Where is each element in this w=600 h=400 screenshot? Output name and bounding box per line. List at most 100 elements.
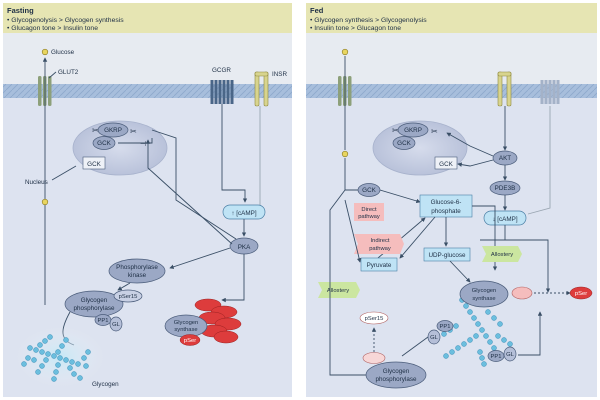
glycogen-phosphorylase-label-2: phosphorylase bbox=[74, 305, 115, 312]
fasting-panel: Fasting • Glycogenolysis > Glycogen synt… bbox=[3, 3, 292, 397]
fed-header-box bbox=[306, 3, 597, 33]
glycogen-phosphorylase-node bbox=[64, 290, 124, 318]
insr-receptor bbox=[254, 71, 269, 107]
glycogen-synthase-node bbox=[459, 280, 509, 308]
direct-pathway-label-1: Direct bbox=[361, 207, 377, 213]
gck-label: GCK bbox=[397, 140, 411, 147]
pde3b-label: PDE3B bbox=[495, 185, 516, 192]
g6p-label-2: phosphate bbox=[431, 208, 461, 215]
insr-label: INSR bbox=[272, 71, 287, 78]
allostery-right-label: Allostery bbox=[491, 252, 513, 258]
gck-nuclear-label: GCK bbox=[439, 161, 453, 168]
scissors-icon: ✂ bbox=[130, 127, 137, 136]
nucleus-label: Nucleus bbox=[25, 179, 48, 186]
scissors-icon: ✂ bbox=[392, 126, 399, 135]
allostery-left-box bbox=[318, 282, 360, 298]
dephospho-site bbox=[362, 352, 386, 364]
scissors-icon: ✂ bbox=[431, 127, 438, 136]
direct-pathway-label-2: pathway bbox=[358, 214, 380, 220]
camp-label: ↑ [cAMP] bbox=[231, 210, 256, 217]
pser-label: pSer bbox=[184, 338, 196, 344]
indirect-pathway-label-1: Indirect bbox=[370, 238, 389, 244]
fed-bullet-1: • Glycogen synthesis > Glycogenolysis bbox=[310, 17, 427, 24]
pp1-node bbox=[436, 320, 454, 332]
glycogen-phosphorylase-node bbox=[365, 361, 427, 389]
pser-tag bbox=[179, 334, 201, 346]
g6p-label-1: Glucose-6- bbox=[431, 199, 462, 206]
pyruvate-label: Pyruvate bbox=[367, 262, 392, 269]
insr-receptor bbox=[497, 71, 512, 107]
allostery-right-box bbox=[482, 246, 522, 262]
fasting-title: Fasting bbox=[7, 6, 34, 15]
glycogen-phosphorylase-label-1: Glycogen bbox=[81, 297, 108, 304]
glycogen-phosphorylase-label-1: Glycogen bbox=[383, 368, 410, 375]
gck-label: GCK bbox=[97, 140, 111, 147]
phosphorylase-kinase-node bbox=[108, 258, 166, 284]
gck-nuclear-label: GCK bbox=[87, 161, 101, 168]
scissors-icon: ✂ bbox=[92, 126, 99, 135]
pser-tag bbox=[569, 286, 593, 300]
pser15-label: pSer15 bbox=[119, 294, 138, 300]
glycogen-synthase-label-2: synthase bbox=[472, 296, 495, 302]
gkrp-node bbox=[97, 122, 129, 138]
camp-label: ↓ [cAMP] bbox=[492, 216, 517, 223]
direct-pathway-box bbox=[354, 203, 384, 221]
phospho-cluster bbox=[194, 298, 242, 344]
gkrp-node bbox=[397, 122, 429, 138]
gck-nuclear-box bbox=[434, 156, 458, 170]
glycogen-granule bbox=[441, 297, 513, 367]
gl-node bbox=[503, 346, 517, 362]
akt-label: AKT bbox=[499, 155, 511, 162]
gl-node bbox=[109, 316, 123, 332]
indirect-pathway-label-2: pathway bbox=[369, 246, 391, 252]
pser-label: pSer bbox=[575, 291, 587, 297]
glycogen-synthase-label-2: synthase bbox=[174, 327, 197, 333]
fed-membrane bbox=[306, 84, 597, 98]
dephospho-site bbox=[511, 286, 533, 300]
pser15-tag bbox=[359, 311, 389, 325]
gkrp-label: GKRP bbox=[104, 127, 122, 134]
gcgr-label: GCGR bbox=[212, 67, 231, 74]
fasting-bullet-2: • Glucagon tone > Insulin tone bbox=[7, 25, 98, 32]
glycogen-granule bbox=[21, 334, 91, 382]
phosphorylase-kinase-label-1: Phosphorylase bbox=[116, 264, 158, 271]
pp1-label: PP1 bbox=[440, 324, 451, 330]
gck-nuclear-box bbox=[82, 156, 106, 170]
gck-node bbox=[392, 136, 416, 150]
udp-glucose-box bbox=[423, 247, 471, 262]
gl-label: GL bbox=[112, 322, 121, 328]
gcgr-receptor bbox=[210, 80, 234, 104]
pka-label: PKA bbox=[238, 244, 251, 251]
fed-panel: Fed • Glycogen synthesis > Glycogenolysi… bbox=[306, 3, 597, 397]
glut2-label: GLUT2 bbox=[58, 69, 79, 76]
pser15-label: pSer15 bbox=[365, 316, 384, 322]
udp-glucose-label: UDP-glucose bbox=[428, 252, 466, 259]
glycogen-synthase-label-1: Glycogen bbox=[472, 288, 497, 294]
glucose-molecule-icon bbox=[41, 48, 49, 56]
glycogen-phosphorylase-label-2: phosphorylase bbox=[376, 376, 417, 383]
glycogen-synthase-label-1: Glycogen bbox=[174, 320, 199, 326]
glucose-molecule-icon bbox=[341, 48, 349, 56]
glucose-label: Glucose bbox=[51, 49, 75, 56]
allostery-left-label: Allostery bbox=[327, 288, 349, 294]
fed-title: Fed bbox=[310, 6, 324, 15]
gl-label: GL bbox=[430, 335, 439, 341]
gl-label: GL bbox=[506, 352, 515, 358]
fed-bullet-2: • Insulin tone > Glucagon tone bbox=[310, 25, 401, 32]
gck-cytosolic-label: GCK bbox=[362, 187, 376, 194]
glucose-molecule-icon bbox=[41, 198, 49, 206]
gcgr-receptor bbox=[540, 80, 560, 104]
indirect-pathway-box bbox=[354, 234, 404, 254]
gck-node bbox=[92, 136, 116, 150]
inhibition-bar-icon: ⊣ bbox=[140, 141, 146, 148]
pp1-label: PP1 bbox=[491, 354, 502, 360]
pp1-label: PP1 bbox=[98, 318, 109, 324]
pser15-tag bbox=[113, 289, 143, 303]
gkrp-label: GKRP bbox=[404, 127, 422, 134]
pyruvate-box bbox=[360, 257, 398, 272]
fasting-header-box bbox=[3, 3, 292, 33]
glycogen-label: Glycogen bbox=[92, 381, 119, 388]
glucose-molecule-icon bbox=[341, 150, 349, 158]
glycogen-synthase-node bbox=[164, 314, 208, 338]
